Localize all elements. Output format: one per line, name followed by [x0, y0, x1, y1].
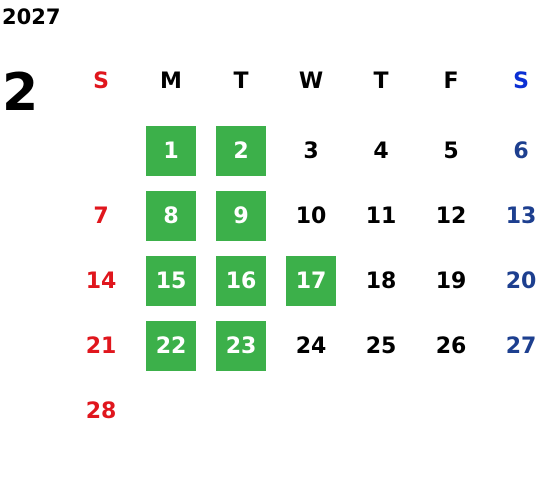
- day-number: 27: [505, 333, 537, 359]
- day-cell-25: 25: [348, 321, 414, 371]
- day-cell-20: 20: [488, 256, 548, 306]
- day-cell-10: 10: [278, 191, 344, 241]
- day-cell-3: 3: [278, 126, 344, 176]
- day-cell-2: 2: [208, 126, 274, 176]
- day-cell-11: 11: [348, 191, 414, 241]
- day-number: 16: [225, 268, 257, 294]
- day-cell-17: 17: [278, 256, 344, 306]
- day-number: 3: [303, 138, 319, 164]
- day-number: 12: [435, 203, 467, 229]
- day-number: 7: [93, 203, 109, 229]
- day-number: 6: [513, 138, 529, 164]
- day-number: 25: [365, 333, 397, 359]
- day-number: 4: [373, 138, 389, 164]
- day-number: 17: [295, 268, 327, 294]
- day-number: 10: [295, 203, 327, 229]
- day-cell-16: 16: [208, 256, 274, 306]
- day-cell-8: 8: [138, 191, 204, 241]
- day-number: 8: [163, 203, 179, 229]
- day-cell-28: 28: [68, 386, 134, 436]
- day-cell-15: 15: [138, 256, 204, 306]
- day-number: 22: [155, 333, 187, 359]
- day-cell-18: 18: [348, 256, 414, 306]
- day-cell-4: 4: [348, 126, 414, 176]
- day-cell-23: 23: [208, 321, 274, 371]
- day-cell-9: 9: [208, 191, 274, 241]
- day-highlight: [146, 256, 196, 306]
- year-label: 2027: [2, 5, 61, 29]
- day-cell-24: 24: [278, 321, 344, 371]
- day-cell-19: 19: [418, 256, 484, 306]
- day-number: 21: [85, 333, 117, 359]
- day-number: 24: [295, 333, 327, 359]
- day-number: 13: [505, 203, 537, 229]
- day-highlight: [216, 256, 266, 306]
- day-number: 19: [435, 268, 467, 294]
- day-cell-6: 6: [488, 126, 548, 176]
- day-number: 11: [365, 203, 397, 229]
- day-cell-21: 21: [68, 321, 134, 371]
- day-number: 5: [443, 138, 459, 164]
- day-highlight: [216, 191, 266, 241]
- day-cell-14: 14: [68, 256, 134, 306]
- day-cell-12: 12: [418, 191, 484, 241]
- day-number: 14: [85, 268, 117, 294]
- weekday-header-sat: S: [513, 68, 529, 94]
- day-number: 2: [233, 138, 249, 164]
- day-cell-22: 22: [138, 321, 204, 371]
- weekday-header-mon: M: [160, 68, 182, 94]
- day-number: 1: [163, 138, 179, 164]
- weekday-header-sun: S: [93, 68, 109, 94]
- weekday-header-thu: T: [373, 68, 389, 94]
- day-cell-26: 26: [418, 321, 484, 371]
- day-cell-27: 27: [488, 321, 548, 371]
- weekday-header-tue: T: [233, 68, 249, 94]
- day-highlight: [216, 126, 266, 176]
- day-cell-13: 13: [488, 191, 548, 241]
- day-highlight: [286, 256, 336, 306]
- day-number: 28: [85, 398, 117, 424]
- day-number: 26: [435, 333, 467, 359]
- day-number: 20: [505, 268, 537, 294]
- day-highlight: [146, 321, 196, 371]
- weekday-header-fri: F: [443, 68, 459, 94]
- day-number: 15: [155, 268, 187, 294]
- day-cell-5: 5: [418, 126, 484, 176]
- day-number: 9: [233, 203, 249, 229]
- month-label: 2: [2, 63, 39, 123]
- day-highlight: [146, 191, 196, 241]
- weekday-header-wed: W: [298, 68, 324, 94]
- day-highlight: [146, 126, 196, 176]
- day-number: 23: [225, 333, 257, 359]
- day-cell-7: 7: [68, 191, 134, 241]
- day-number: 18: [365, 268, 397, 294]
- day-highlight: [216, 321, 266, 371]
- day-cell-1: 1: [138, 126, 204, 176]
